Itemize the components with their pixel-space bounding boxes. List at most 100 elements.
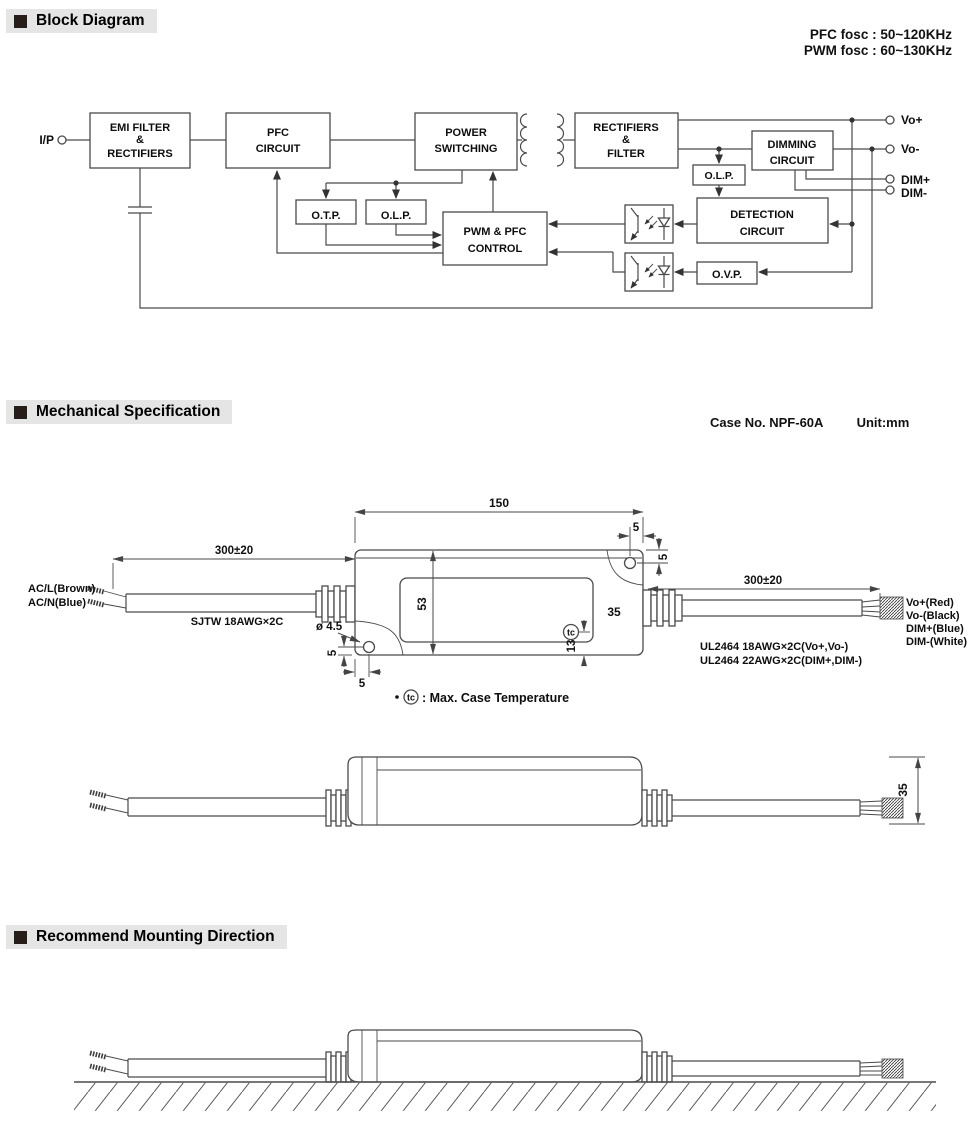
block-olp-primary: O.L.P. (365, 199, 427, 225)
square-bullet-icon (14, 405, 27, 419)
vo-minus-terminal (885, 144, 895, 154)
input-cable (127, 1058, 326, 1078)
side-view: 35 (89, 756, 925, 827)
junction-dot (849, 221, 855, 227)
ac-neutral-label: AC/N(Blue) (28, 597, 86, 609)
output-wire-vo-minus: Vo-(Black) (906, 610, 960, 622)
output-wire-tip (881, 797, 904, 819)
block-label: & (136, 134, 144, 146)
dim-length: 150 (489, 496, 509, 510)
dim-plus-label: DIM+ (901, 173, 930, 187)
pfc-freq-note: PFC fosc : 50~120KHz (809, 27, 952, 42)
mounting-hole-bottom-left (362, 640, 376, 654)
top-view: tc (87, 549, 904, 656)
tc-point (562, 623, 580, 641)
dim-hole-offset: 5 (658, 553, 670, 560)
output-wire-tip (881, 1058, 904, 1079)
square-bullet-icon (14, 14, 27, 28)
block-diagram: EMI FILTER & RECTIFIERS PFC CIRCUIT POWE… (39, 112, 930, 309)
block-label: POWER (445, 127, 487, 139)
right-strain-relief (641, 1051, 673, 1083)
dim-hole-offset: 5 (633, 522, 640, 534)
block-label: FILTER (607, 148, 645, 160)
section-title: Mechanical Specification (36, 403, 221, 420)
output-cable-spec-2: UL2464 22AWG×2C(DIM+,DIM-) (700, 655, 862, 667)
dim-tc-offset: 13 (566, 640, 578, 653)
dim-side-height: 35 (896, 783, 910, 797)
vo-minus-label: Vo- (901, 142, 919, 156)
junction-dot (869, 146, 875, 152)
junction-dot (716, 146, 722, 152)
note-bullet (395, 695, 399, 699)
block-emi-filter: EMI FILTER & RECTIFIERS (89, 112, 191, 169)
section-title: Block Diagram (36, 12, 145, 29)
mounting-ear-top-right (606, 549, 644, 586)
block-rectifiers-filter: RECTIFIERS & FILTER (574, 112, 679, 169)
left-strain-relief (315, 585, 356, 623)
ground-hatching (74, 1082, 936, 1111)
dim-minus-label: DIM- (901, 186, 927, 200)
transformer-secondary-coil (556, 113, 565, 167)
block-label: & (622, 134, 630, 146)
output-wire-dim-minus: DIM-(White) (906, 636, 967, 648)
wire-tip (89, 802, 107, 812)
output-wire-vo-plus: Vo+(Red) (906, 597, 954, 609)
tc-label: tc (407, 693, 415, 703)
tc-note-symbol (403, 689, 419, 705)
wire-tip (87, 598, 105, 608)
block-olp-secondary: O.L.P. (692, 164, 746, 186)
ac-line-label: AC/L(Brown) (28, 583, 96, 595)
output-cable-spec-1: UL2464 18AWG×2C(Vo+,Vo-) (700, 641, 848, 653)
block-label: DIMMING (768, 139, 817, 151)
block-dimming-circuit: DIMMING CIRCUIT (751, 130, 834, 171)
mounting-ear-bottom-left (354, 620, 404, 656)
terminals: I/P Vo+ Vo- DIM+ DIM- (39, 113, 930, 200)
block-label: O.L.P. (381, 210, 411, 222)
output-cable (672, 1060, 861, 1077)
dim-height: 35 (607, 605, 621, 619)
wire-tip (89, 1063, 107, 1073)
input-cable (127, 797, 326, 817)
left-strain-relief (325, 789, 352, 827)
block-label: PFC (267, 127, 289, 139)
block-diagram-wires (66, 113, 886, 309)
block-power-switching: POWER SWITCHING (414, 112, 518, 171)
input-terminal (57, 135, 67, 145)
right-strain-relief (642, 589, 683, 627)
left-strain-relief (325, 1051, 352, 1083)
output-cable (672, 799, 861, 817)
section-header-mechanical: Mechanical Specification (6, 400, 233, 424)
input-terminal-label: I/P (39, 133, 54, 147)
top-view-dimensions: 150 5 5 53 35 13 5 (28, 496, 967, 705)
section-title: Recommend Mounting Direction (36, 928, 275, 945)
junction-dot (393, 180, 399, 186)
input-cable-spec: SJTW 18AWG×2C (191, 616, 284, 628)
block-pfc-circuit: PFC CIRCUIT (225, 112, 331, 169)
section-header-block-diagram: Block Diagram (6, 9, 157, 33)
block-otp: O.T.P. (295, 199, 357, 225)
block-label: RECTIFIERS (107, 148, 172, 160)
dim-minus-terminal (885, 185, 895, 195)
dim-hole-offset: 5 (327, 649, 339, 656)
input-cable (125, 593, 316, 613)
block-label: CONTROL (468, 243, 523, 255)
block-label: O.T.P. (311, 210, 340, 222)
block-label: DETECTION (730, 209, 794, 221)
output-wire-tip (879, 596, 904, 620)
block-label: PWM & PFC (464, 226, 527, 238)
block-label: O.V.P. (712, 269, 742, 281)
block-detection-circuit: DETECTION CIRCUIT (696, 197, 829, 244)
pwm-freq-note: PWM fosc : 60~130KHz (803, 43, 952, 58)
tc-note-text: : Max. Case Temperature (422, 691, 569, 705)
output-cable (682, 599, 863, 617)
dim-hole-diameter: ø 4.5 (316, 621, 343, 633)
unit-label: Unit:mm (856, 415, 910, 430)
transformer-primary-coil (519, 113, 528, 167)
opto-coupler-2 (625, 253, 673, 291)
opto-coupler-1 (625, 205, 673, 243)
case-number: Case No. NPF-60A (710, 415, 823, 430)
block-label: RECTIFIERS (593, 122, 658, 134)
mechanical-drawing: tc 150 5 (28, 496, 967, 827)
section-header-mounting: Recommend Mounting Direction (6, 925, 287, 949)
